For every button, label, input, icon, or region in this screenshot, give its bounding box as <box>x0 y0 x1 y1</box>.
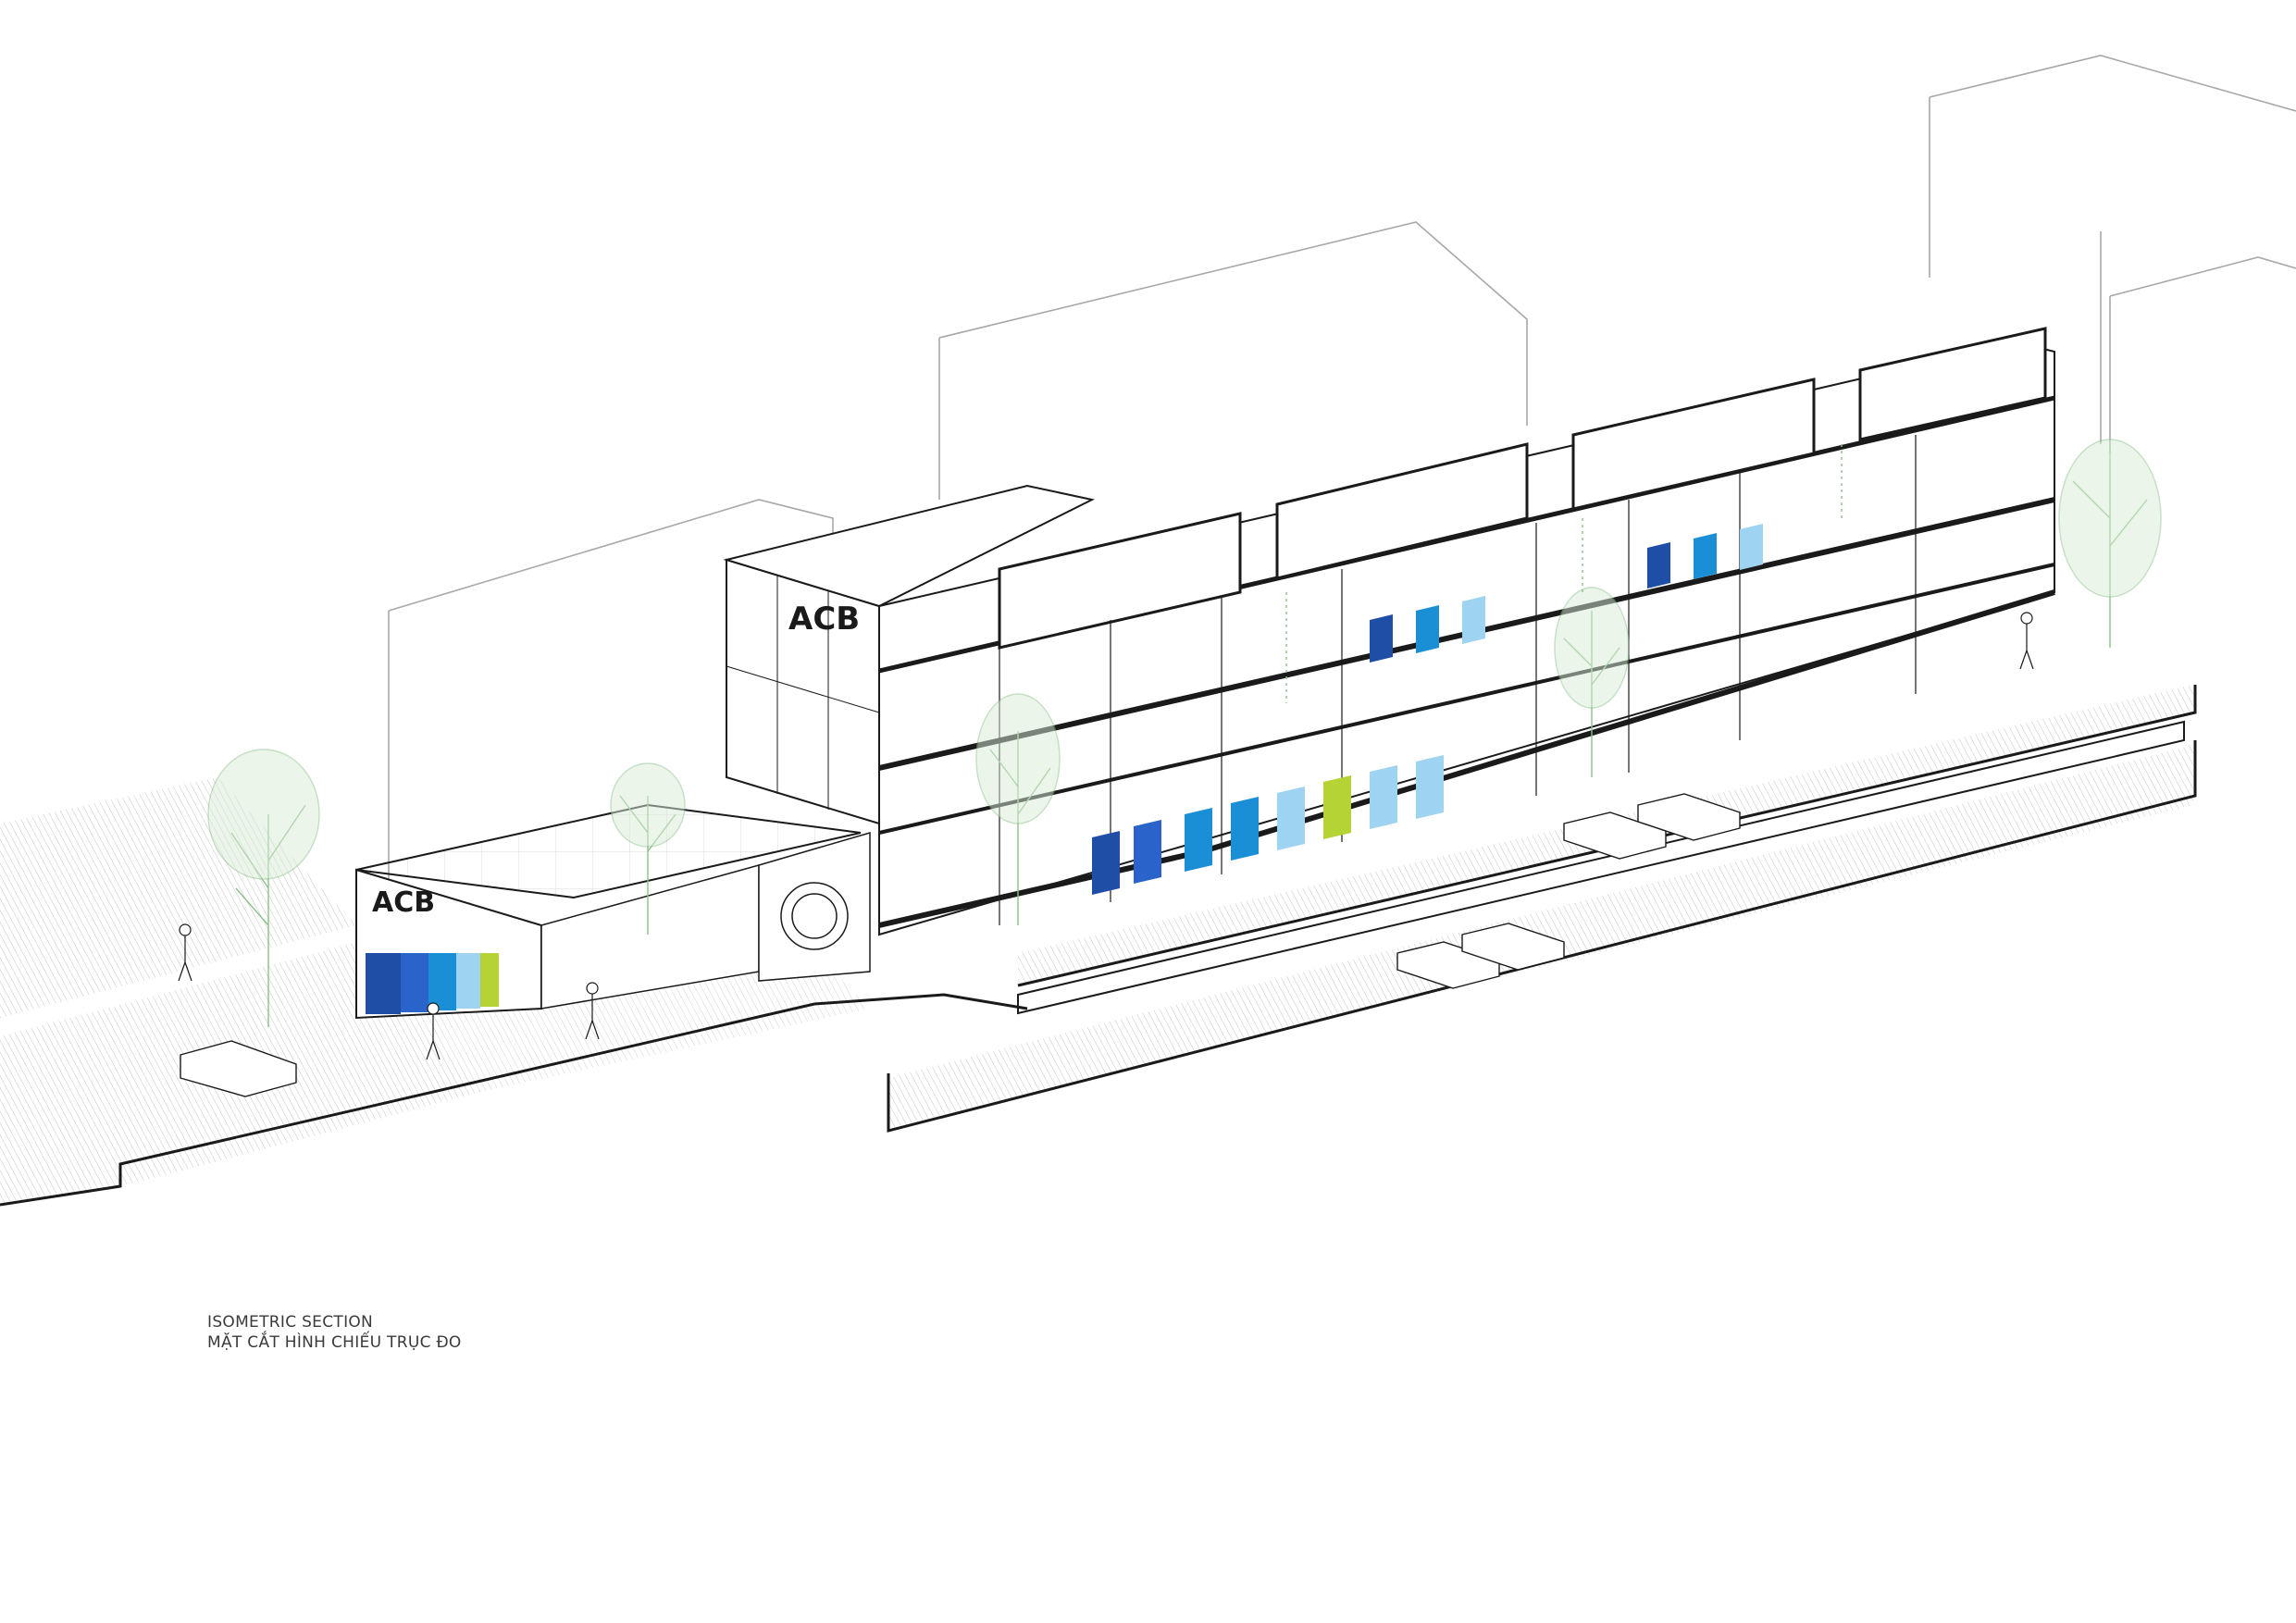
tree-icon <box>610 762 686 935</box>
drawing-caption: ISOMETRIC SECTION MẶT CẮT HÌNH CHIẾU TRỤ… <box>207 1312 462 1353</box>
tower-sign: ACB <box>788 601 860 638</box>
trees <box>207 439 2162 1027</box>
people <box>178 612 2034 1060</box>
caption-title-en: ISOMETRIC SECTION <box>207 1313 374 1332</box>
tree-icon <box>1554 587 1630 777</box>
caption-title-vi: MẶT CẮT HÌNH CHIẾU TRỤC ĐO <box>207 1333 462 1352</box>
tree-icon <box>207 749 320 1027</box>
car-icon <box>1563 812 1667 860</box>
cars <box>180 793 1741 1097</box>
kiosk-pavilion: ACB <box>355 803 871 1020</box>
tree-icon <box>2058 439 2162 648</box>
person-icon <box>178 923 192 982</box>
car-icon <box>1461 923 1565 971</box>
car-icon <box>1637 793 1741 841</box>
person-icon <box>426 1002 441 1060</box>
colored-booths <box>1092 524 1763 895</box>
tree-icon <box>975 693 1061 925</box>
car-icon <box>180 1040 297 1097</box>
person-icon <box>2019 612 2034 670</box>
person-icon <box>585 982 600 1040</box>
kiosk-sign: ACB <box>372 886 435 919</box>
